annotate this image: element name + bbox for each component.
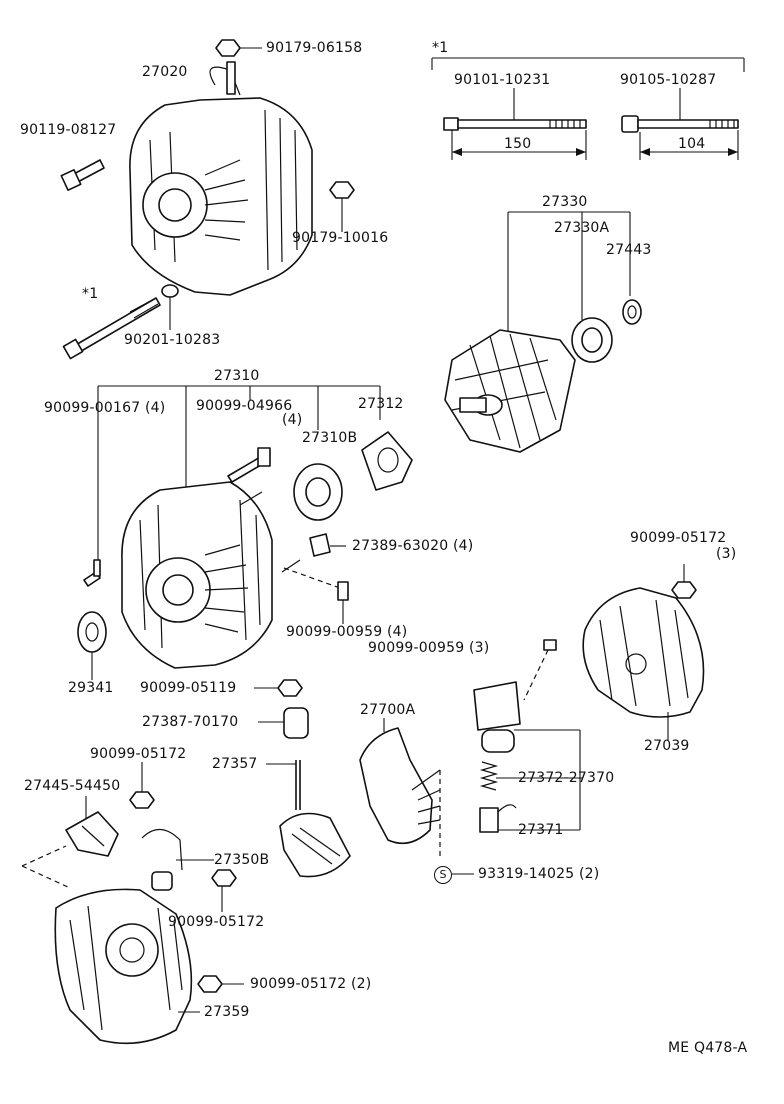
label-washer: 90201-10283	[124, 332, 221, 348]
screw-3-part	[523, 639, 557, 701]
label-bolt-left: 90119-08127	[20, 122, 117, 138]
bolt-group-top-right	[431, 57, 745, 160]
brush-holder-part	[473, 681, 582, 833]
label-dim-150: 150	[504, 136, 532, 152]
terminal-part	[266, 760, 351, 878]
label-star-top: *1	[432, 40, 449, 56]
label-nut-top: 90179-06158	[266, 40, 363, 56]
long-bolt-left-part	[62, 297, 161, 360]
footer-code: ME Q478-A	[668, 1040, 748, 1056]
drive-frame-group	[77, 385, 413, 697]
label-screw-s: 93319-14025 (2)	[478, 866, 600, 882]
insulator-part	[258, 707, 309, 739]
label-drive-frame: 27310	[214, 368, 260, 384]
washer-part	[161, 284, 179, 298]
bolt-left-part	[60, 159, 105, 192]
label-rotor-ring: 27443	[606, 242, 652, 258]
label-spring-assy: 27372-27370	[518, 770, 615, 786]
rear-frame-part	[54, 888, 200, 1045]
nut-top-part	[215, 39, 241, 57]
label-stud-4: 90099-04966	[196, 398, 293, 414]
end-cover-part	[582, 564, 705, 740]
label-stud-4-qty: (4)	[282, 412, 303, 428]
label-insulator: 27387-70170	[142, 714, 239, 730]
label-lead-wire: 27350B	[214, 852, 270, 868]
label-bracket: 27445-54450	[24, 778, 121, 794]
rotor-part	[444, 211, 642, 453]
lead-wire-part	[141, 828, 214, 891]
label-nut-right-top: 90179-10016	[292, 230, 389, 246]
label-rotor-bearing: 27330A	[554, 220, 610, 236]
label-brush: 27371	[518, 822, 564, 838]
label-rear-frame: 27359	[204, 1004, 250, 1020]
label-screw-4a: 90099-00167 (4)	[44, 400, 166, 416]
label-bolt-long: 90101-10231	[454, 72, 551, 88]
label-bolt-short: 90105-10287	[620, 72, 717, 88]
label-nut-5119: 90099-05119	[140, 680, 237, 696]
label-star-left: *1	[82, 286, 99, 302]
label-nut-5172-3-qty: (3)	[716, 546, 737, 562]
s-mark-icon: S	[434, 866, 452, 884]
frame-top-part	[129, 61, 313, 296]
label-rotor-group: 27330	[542, 194, 588, 210]
label-nut-5172-b: 90099-05172	[168, 914, 265, 930]
label-holder-assy: 27700A	[360, 702, 416, 718]
label-nut-5172-3: 90099-05172	[630, 530, 727, 546]
bracket-part	[65, 796, 119, 857]
label-clip: 27389-63020 (4)	[352, 538, 474, 554]
label-screw-959-3: 90099-00959 (3)	[368, 640, 490, 656]
label-bearing-plate: 27312	[358, 396, 404, 412]
label-nut-5172-2: 90099-05172 (2)	[250, 976, 372, 992]
label-frame-top: 27020	[142, 64, 188, 80]
label-nut-5172-a: 90099-05172	[90, 746, 187, 762]
label-end-cover: 27039	[644, 738, 690, 754]
label-terminal: 27357	[212, 756, 258, 772]
label-bearing: 27310B	[302, 430, 358, 446]
regulator-holder-part	[359, 718, 441, 860]
label-cover-seal: 29341	[68, 680, 114, 696]
label-screw-959-4: 90099-00959 (4)	[286, 624, 408, 640]
label-dim-104: 104	[678, 136, 706, 152]
